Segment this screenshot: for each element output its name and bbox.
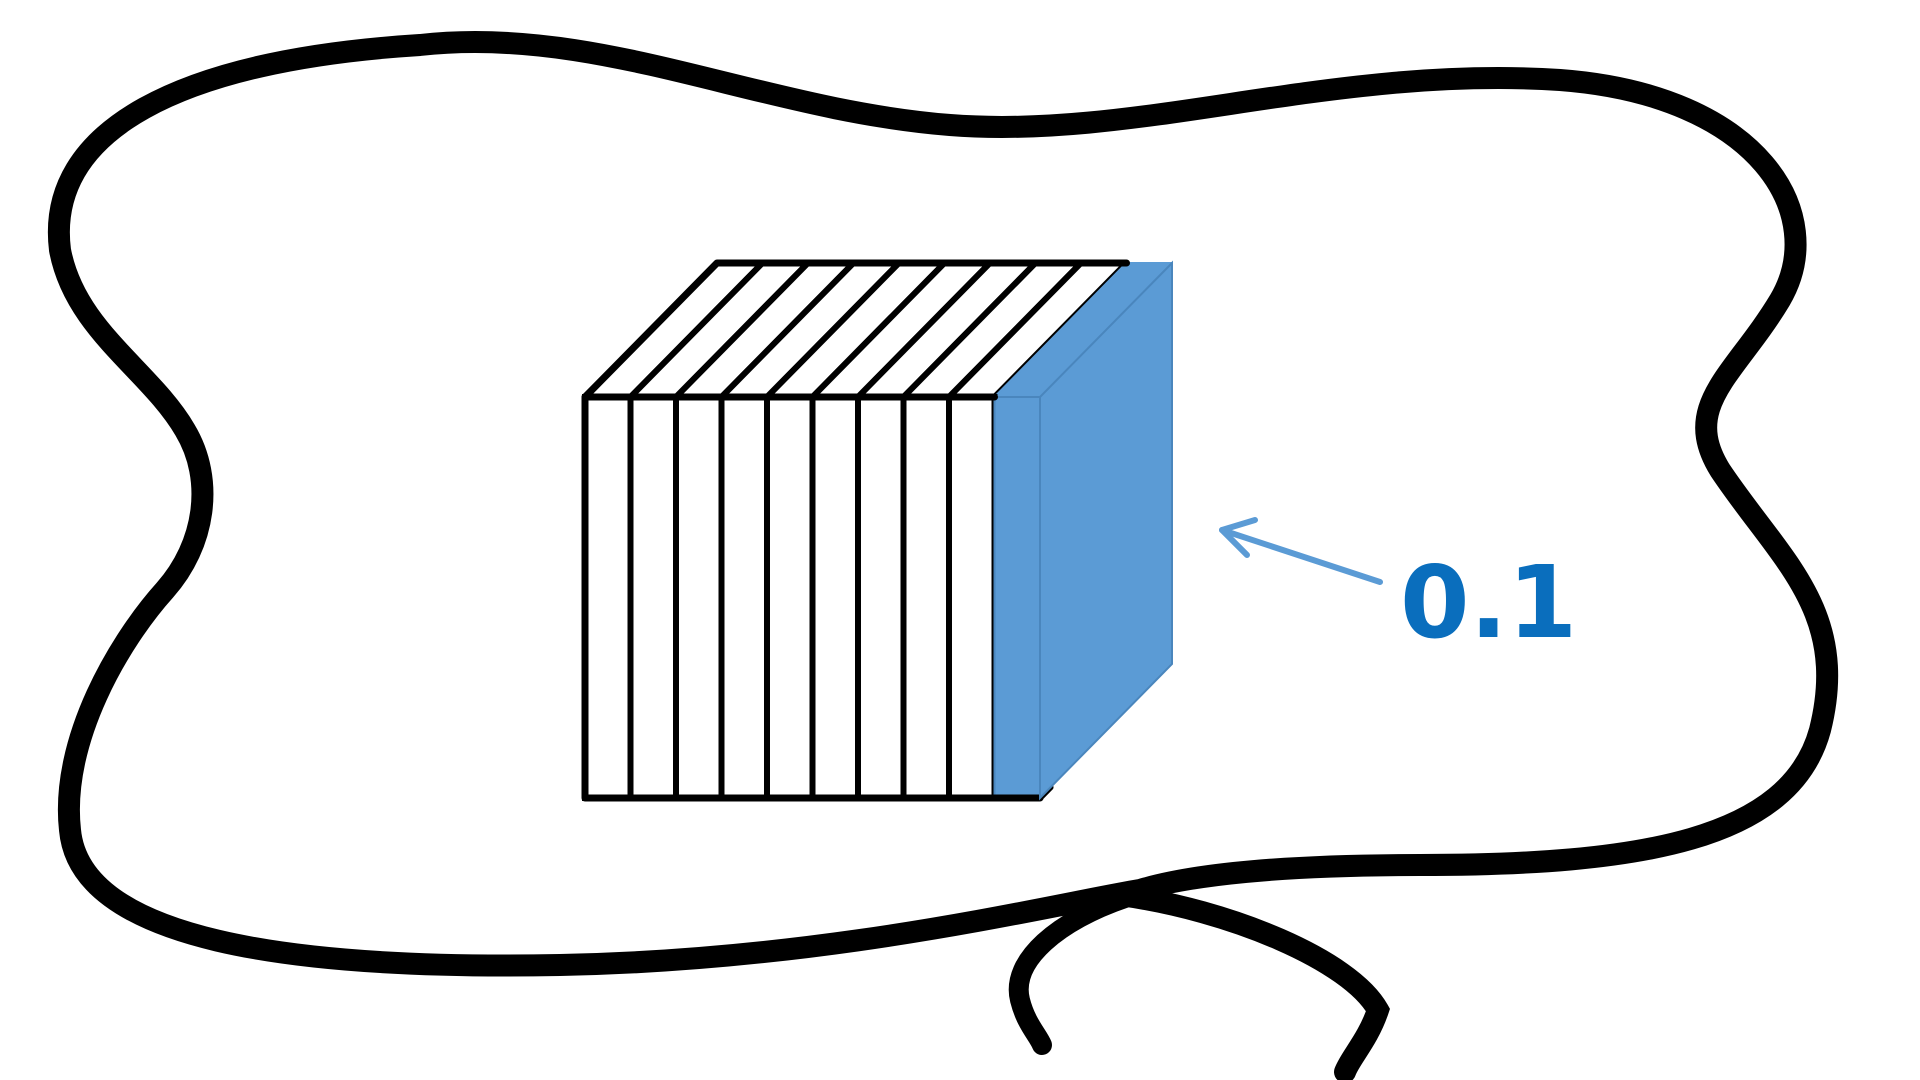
front-slice (582, 394, 634, 801)
front-slice (946, 394, 998, 801)
cube-front-face (581, 393, 1054, 802)
front-slice (673, 394, 725, 801)
front-slice (809, 394, 861, 801)
ribbon-tail-right (1109, 884, 1390, 1080)
cube-side-face (1039, 260, 1173, 801)
front-slice (900, 394, 952, 801)
ribbon-frame (47, 31, 1839, 1080)
sliced-cube (581, 259, 1173, 802)
side-face (1039, 260, 1173, 801)
arrow-shaft (1219, 527, 1383, 585)
ribbon-outer-border (47, 31, 1839, 977)
arrow-head (1219, 517, 1258, 558)
fraction-label: 0.1 (1400, 544, 1577, 661)
cube-top-outline (581, 259, 1130, 401)
ribbon-tail-left (1008, 888, 1135, 1055)
front-slice (627, 394, 679, 801)
pointer-arrow (1219, 517, 1383, 585)
front-slice (718, 394, 770, 801)
front-slice (855, 394, 907, 801)
cube-outline (581, 393, 1044, 802)
front-slice-highlighted (993, 396, 1041, 799)
front-slice (764, 394, 816, 801)
